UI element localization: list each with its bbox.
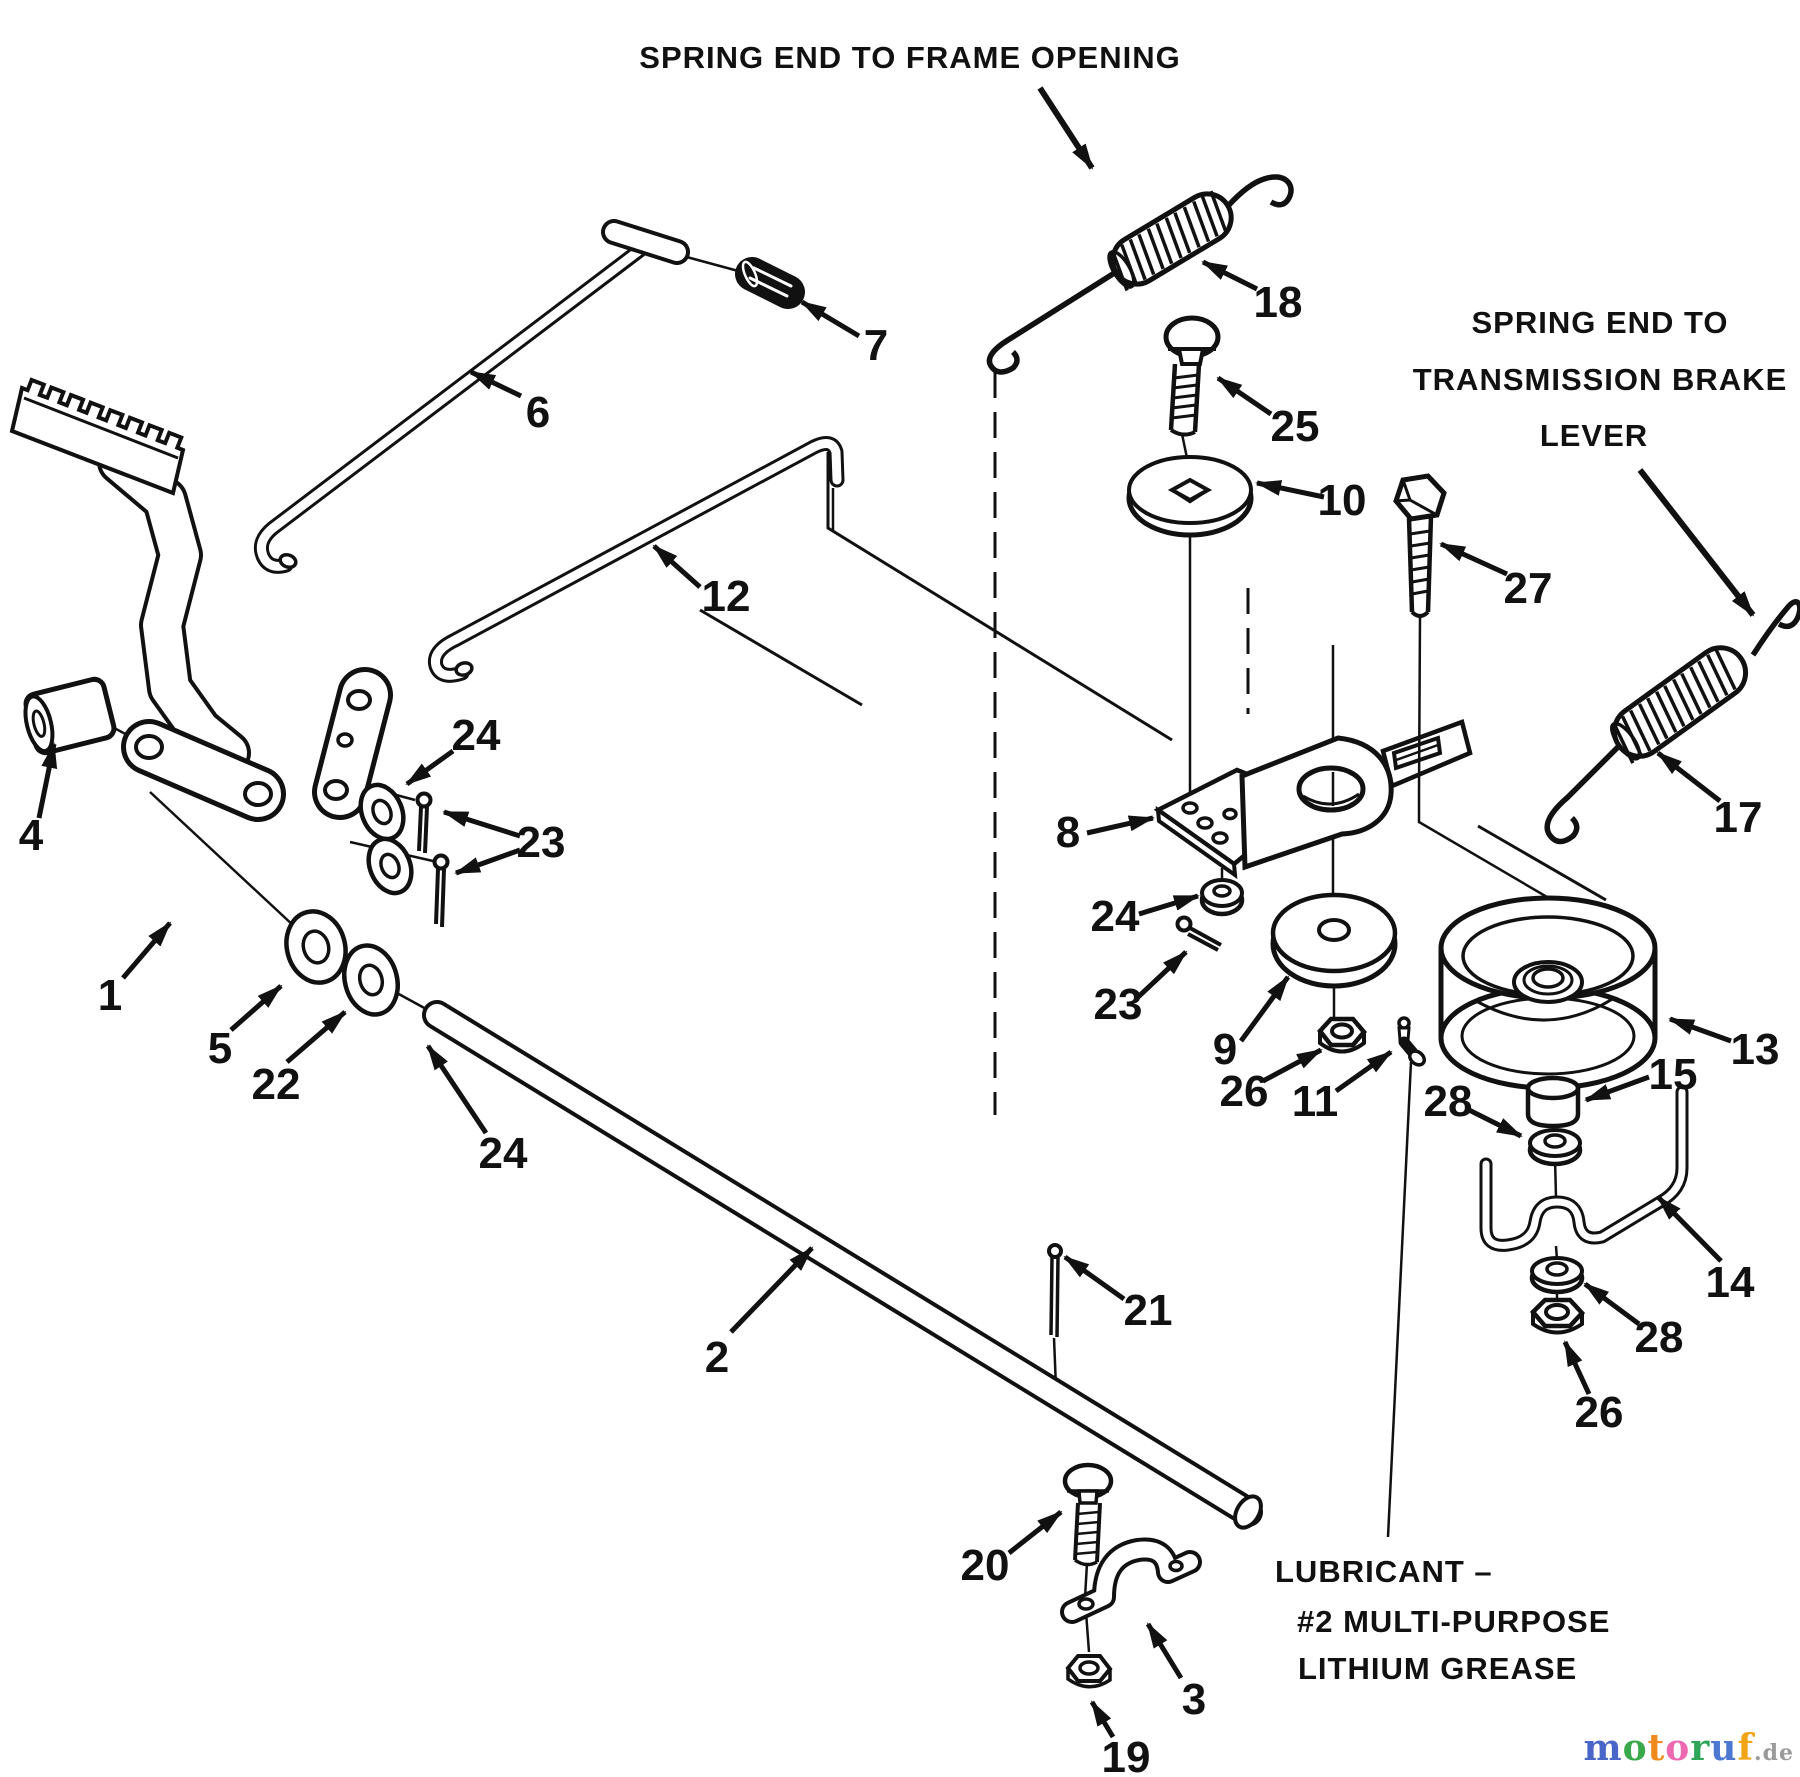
annotation-spring-transmission-1: SPRING END TO bbox=[1471, 305, 1728, 340]
part-label-11: 11 bbox=[1292, 1077, 1339, 1126]
spacer-4 bbox=[23, 676, 117, 756]
shaft-clamp-3 bbox=[1060, 1537, 1202, 1624]
part-label-1: 1 bbox=[98, 971, 122, 1020]
hex-nut-26-lower bbox=[1529, 1297, 1586, 1335]
part-label-24-upper-left: 24 bbox=[452, 711, 501, 760]
part-label-15: 15 bbox=[1649, 1050, 1698, 1099]
flat-washer-24-mid bbox=[1199, 878, 1245, 917]
brake-pedal-1 bbox=[9, 377, 286, 822]
brake-rod-14 bbox=[1479, 1085, 1689, 1252]
large-washer-9 bbox=[1270, 892, 1398, 989]
hex-bolt-27 bbox=[1393, 473, 1447, 618]
watermark-logo: motoruf.de bbox=[1584, 1727, 1794, 1769]
return-spring-18 bbox=[986, 174, 1294, 375]
callout-arrows bbox=[36, 86, 1756, 1739]
flat-washer-24-upper-left bbox=[358, 782, 406, 842]
part-label-23-left: 23 bbox=[517, 818, 566, 867]
cotter-pin-23-left-upper bbox=[415, 791, 433, 854]
flat-washer-28-upper bbox=[1527, 1128, 1583, 1167]
annotation-lubricant-1: LUBRICANT – bbox=[1275, 1554, 1493, 1589]
spacer-bushing-15 bbox=[1525, 1075, 1581, 1129]
part-label-12: 12 bbox=[702, 572, 751, 621]
annotation-spring-frame-opening: SPRING END TO FRAME OPENING bbox=[639, 40, 1180, 75]
idler-bracket-8 bbox=[1153, 719, 1473, 880]
watermark-letter: u bbox=[1710, 1727, 1738, 1769]
part-label-20: 20 bbox=[961, 1541, 1010, 1590]
hex-nut-19 bbox=[1065, 1654, 1113, 1689]
part-label-24-mid: 24 bbox=[1091, 892, 1140, 941]
watermark-letter: o bbox=[1665, 1727, 1691, 1769]
part-label-26-mid: 26 bbox=[1220, 1067, 1269, 1116]
brake-rod-12 bbox=[427, 436, 845, 683]
carriage-bolt-25 bbox=[1163, 315, 1221, 437]
part-label-5: 5 bbox=[208, 1024, 232, 1073]
part-label-27: 27 bbox=[1504, 564, 1553, 613]
part-label-24-lower-left: 24 bbox=[479, 1129, 528, 1178]
frame-phantom-lines bbox=[699, 372, 1607, 1115]
part-label-10: 10 bbox=[1318, 476, 1367, 525]
watermark-letter: r bbox=[1690, 1727, 1711, 1769]
annotation-spring-transmission-3: LEVER bbox=[1540, 418, 1648, 453]
part-label-17: 17 bbox=[1714, 793, 1763, 842]
hex-nut-26-mid bbox=[1317, 1016, 1367, 1054]
part-label-13: 13 bbox=[1731, 1025, 1780, 1074]
square-hole-washer-10 bbox=[1126, 455, 1254, 538]
flat-washer-5 bbox=[284, 909, 348, 985]
part-label-28-upper: 28 bbox=[1424, 1077, 1473, 1126]
part-label-28-lower: 28 bbox=[1635, 1313, 1684, 1362]
watermark-letter: f bbox=[1737, 1727, 1754, 1769]
brake-rod-6 bbox=[253, 219, 690, 574]
annotation-lubricant-3: LITHIUM GREASE bbox=[1298, 1651, 1577, 1686]
flat-washer-24-lower-left bbox=[366, 836, 414, 896]
part-label-26-lower: 26 bbox=[1575, 1388, 1624, 1437]
watermark-letter: m bbox=[1583, 1727, 1623, 1769]
part-label-25: 25 bbox=[1271, 402, 1320, 451]
annotation-spring-transmission-2: TRANSMISSION BRAKE bbox=[1413, 362, 1788, 397]
cross-shaft-2 bbox=[422, 1000, 1263, 1530]
part-label-4: 4 bbox=[19, 811, 44, 860]
cotter-pin-23-mid bbox=[1175, 915, 1222, 952]
part-label-8: 8 bbox=[1056, 808, 1080, 857]
part-label-23-mid: 23 bbox=[1094, 980, 1143, 1029]
part-label-9: 9 bbox=[1213, 1025, 1237, 1074]
part-label-7: 7 bbox=[864, 321, 888, 370]
flat-washer-28-lower bbox=[1529, 1256, 1585, 1295]
part-number-labels: 1 2 3 4 5 6 7 8 9 10 11 12 13 14 15 17 1… bbox=[19, 278, 1780, 1777]
cotter-pin-21 bbox=[1047, 1243, 1063, 1338]
cotter-pin-23-left-lower bbox=[432, 853, 450, 928]
part-label-21: 21 bbox=[1124, 1286, 1173, 1335]
grease-fitting-11 bbox=[1397, 1016, 1426, 1067]
watermark-suffix: .de bbox=[1753, 1740, 1794, 1766]
part-label-19: 19 bbox=[1102, 1733, 1151, 1777]
part-label-3: 3 bbox=[1182, 1675, 1206, 1724]
part-label-6: 6 bbox=[526, 388, 550, 437]
pedal-link-plate bbox=[312, 667, 393, 820]
text-annotations: SPRING END TO FRAME OPENING SPRING END T… bbox=[639, 40, 1788, 1686]
watermark-letter: t bbox=[1647, 1727, 1666, 1769]
part-label-2: 2 bbox=[705, 1333, 729, 1382]
carriage-bolt-20 bbox=[1062, 1462, 1114, 1567]
brake-spring-17 bbox=[1544, 599, 1800, 845]
annotation-lubricant-2: #2 MULTI-PURPOSE bbox=[1297, 1604, 1610, 1639]
flat-washer-22 bbox=[342, 943, 400, 1017]
watermark-letter: o bbox=[1622, 1727, 1648, 1769]
part-label-22: 22 bbox=[252, 1060, 301, 1109]
part-label-18: 18 bbox=[1254, 278, 1303, 327]
roll-pin-7 bbox=[735, 257, 805, 309]
part-label-14: 14 bbox=[1706, 1258, 1755, 1307]
idler-pulley-13 bbox=[1438, 895, 1658, 1091]
